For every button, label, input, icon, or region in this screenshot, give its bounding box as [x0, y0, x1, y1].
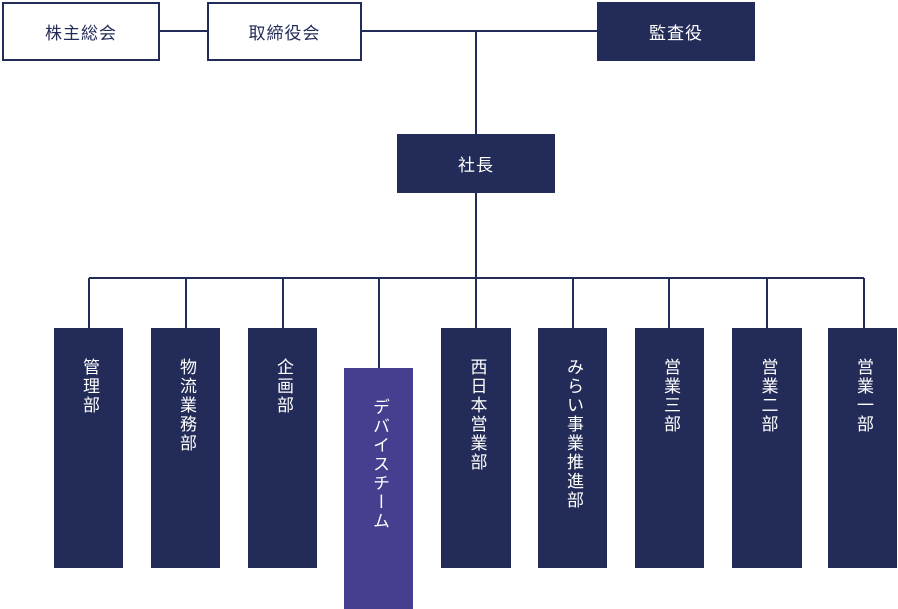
auditor-box: 監査役: [597, 2, 755, 61]
department-device-team: デバイスチーム: [344, 368, 413, 609]
department-eigyo-1: 営業一部: [828, 328, 897, 568]
auditor-label: 監査役: [649, 24, 703, 44]
department-label: 西日本営業部: [466, 358, 487, 472]
department-label: みらい事業推進部: [563, 358, 583, 510]
department-label: 営業一部: [853, 358, 873, 434]
department-label: 企画部: [273, 358, 293, 415]
board-of-directors-box: 取締役会: [207, 2, 362, 61]
department-kikaku: 企画部: [248, 328, 317, 568]
department-mirai-jigyo-suishin: みらい事業推進部: [538, 328, 607, 568]
shareholders-meeting-box: 株主総会: [2, 2, 160, 61]
department-nishinihon-eigyo: 西日本営業部: [441, 328, 511, 568]
department-label: 営業二部: [757, 358, 778, 434]
department-label: 営業三部: [660, 358, 680, 434]
department-kanri: 管理部: [54, 328, 123, 568]
president-box: 社長: [397, 134, 555, 193]
president-label: 社長: [458, 156, 494, 176]
shareholders-meeting-label: 株主総会: [45, 24, 117, 44]
department-eigyo-2: 営業二部: [732, 328, 802, 568]
board-of-directors-label: 取締役会: [248, 24, 321, 44]
department-eigyo-3: 営業三部: [635, 328, 704, 568]
department-butsuryu-gyomu: 物流業務部: [151, 328, 220, 568]
department-label: 管理部: [79, 358, 99, 415]
department-label: デバイスチーム: [369, 398, 389, 531]
department-label: 物流業務部: [176, 358, 196, 453]
